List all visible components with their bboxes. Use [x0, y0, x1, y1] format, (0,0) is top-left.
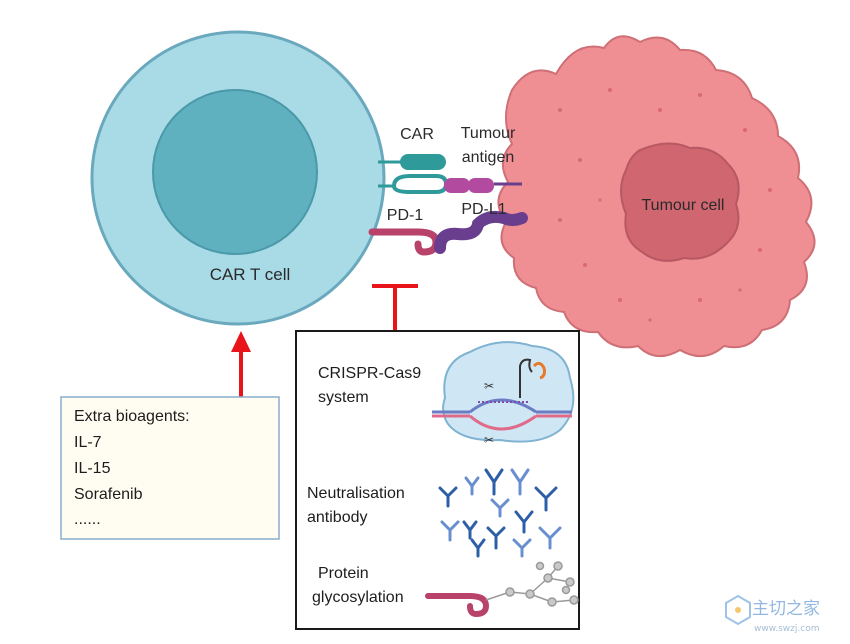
crispr-cas9-illustration: ✂ ✂: [432, 341, 575, 447]
crispr-label-line1: CRISPR-Cas9: [318, 365, 421, 382]
pdl1-label: PD-L1: [461, 201, 506, 218]
pd1-label: PD-1: [387, 207, 424, 224]
inhibition-symbol: [372, 284, 418, 332]
watermark-logo-icon: [725, 594, 751, 626]
crispr-label-line2: system: [318, 389, 369, 406]
scissors-icon: ✂: [484, 433, 494, 447]
car-t-cell: CAR T cell: [90, 30, 386, 326]
tumour-cell: Tumour cell: [497, 35, 816, 357]
tumour-antigen-receptor: [444, 178, 522, 193]
bioagent-item: IL-15: [74, 460, 111, 477]
glyco-label-line2: glycosylation: [312, 589, 404, 606]
bioagents-box: Extra bioagents: IL-7 IL-15 Sorafenib ..…: [60, 396, 280, 540]
methods-box: CRISPR-Cas9 system ✂ ✂ Neutralisation an…: [295, 330, 580, 630]
bioagent-item: IL-7: [74, 434, 102, 451]
watermark-name: 主切之家: [752, 599, 820, 619]
car-label: CAR: [400, 126, 434, 143]
tumour-cell-label: Tumour cell: [642, 197, 725, 214]
tumour-speckles: [558, 88, 772, 322]
pd1-receptor: [368, 228, 440, 256]
watermark-url: www.swzj.com: [754, 624, 819, 634]
antibody-label-line2: antibody: [307, 509, 368, 526]
car-receptor: [378, 154, 449, 194]
antibody-icons: [438, 468, 562, 558]
tumour-antigen-label-line1: Tumour: [461, 125, 516, 142]
watermark: 主切之家 www.swzj.com: [725, 594, 820, 634]
stimulation-arrow: [231, 331, 251, 398]
bioagents-title: Extra bioagents:: [74, 408, 190, 425]
t-cell-nucleus: [152, 89, 318, 255]
bioagent-item: ......: [74, 511, 101, 528]
tumour-antigen-label-line2: antigen: [462, 149, 515, 166]
tumour-nucleus: [620, 142, 740, 262]
antibody-label-line1: Neutralisation: [307, 485, 405, 502]
pdl1-ligand: [434, 210, 528, 254]
glyco-label-line1: Protein: [318, 565, 369, 582]
bioagent-item: Sorafenib: [74, 486, 143, 503]
car-t-cell-label: CAR T cell: [210, 265, 291, 284]
scissors-icon: ✂: [484, 379, 494, 393]
glycosylated-pd1-illustration: [425, 561, 579, 618]
